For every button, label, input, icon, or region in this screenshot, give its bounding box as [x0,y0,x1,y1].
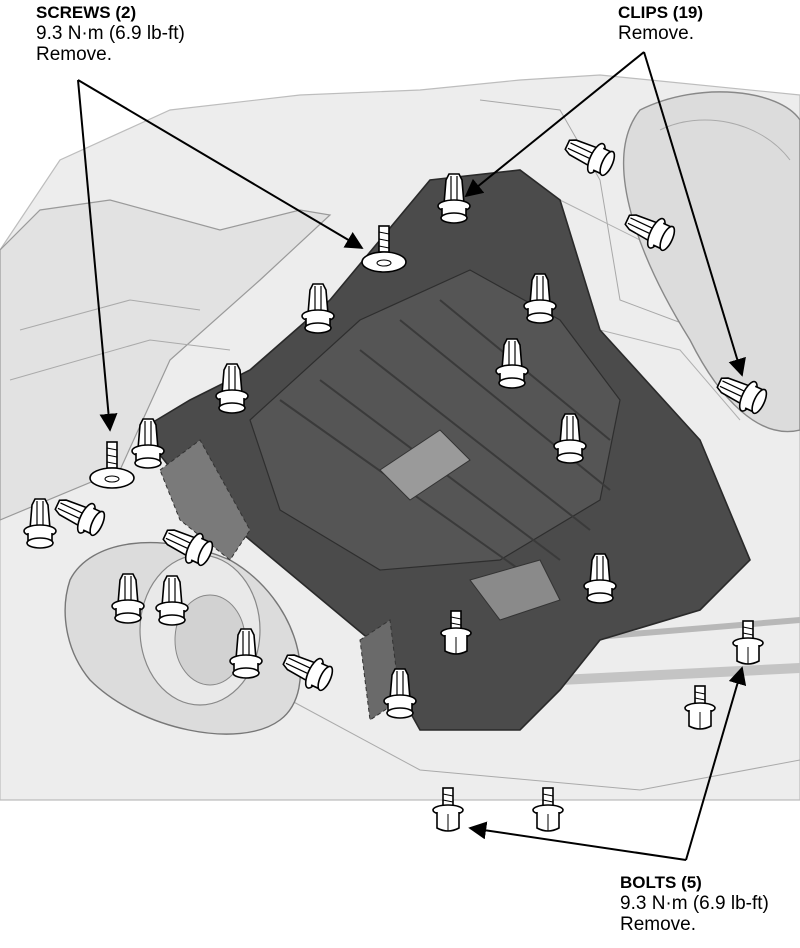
arrow-leader [464,51,645,198]
bolts-callout-title: BOLTS (5) [620,873,702,892]
arrow-leader [468,821,687,861]
leader-lines [77,51,747,861]
arrow-leader [685,666,747,861]
arrow-leader [643,51,746,377]
bolts-callout-torque: 9.3 N·m (6.9 lb-ft) [620,893,769,914]
bolts-callout: BOLTS (5) 9.3 N·m (6.9 lb-ft) Remove. [620,872,769,935]
bolts-callout-action: Remove. [620,914,697,935]
screws-callout-title: SCREWS (2) [36,3,137,22]
screws-callout-action: Remove. [36,44,113,65]
right-tire [622,91,800,433]
arrow-leader [77,79,364,249]
clips-callout-title: CLIPS (19) [618,3,704,22]
screws-callout-torque: 9.3 N·m (6.9 lb-ft) [36,23,185,44]
clips-callout: CLIPS (19) Remove. [618,2,703,44]
arrow-leader [77,79,118,432]
clips-callout-action: Remove. [618,23,695,44]
screws-callout: SCREWS (2) 9.3 N·m (6.9 lb-ft) Remove. [36,2,185,65]
